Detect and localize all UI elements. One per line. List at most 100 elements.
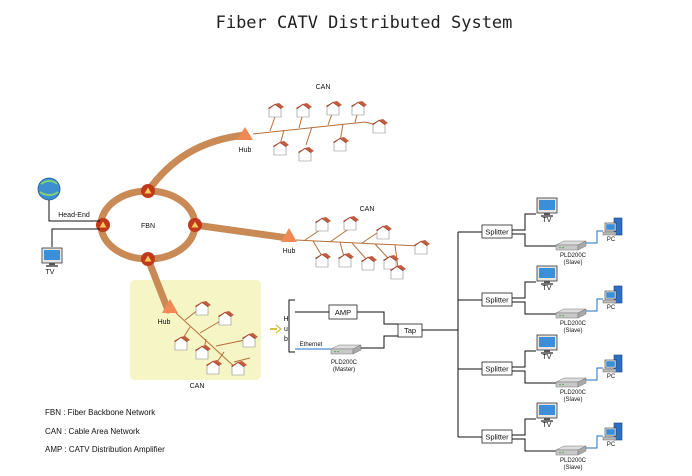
modem-icon [555, 445, 587, 456]
ring-node-bottom [141, 252, 155, 266]
splitter-box [481, 224, 513, 239]
tv-icon [536, 265, 558, 286]
modem-icon [330, 344, 362, 355]
hub-vertical-u: u [284, 326, 288, 333]
splitter-to-slave-wire [512, 233, 556, 247]
slave-to-pc-wire [586, 367, 603, 381]
slave-name: PLD200C [560, 458, 587, 464]
slave-role: (Slave) [563, 397, 582, 403]
arrow-icon [270, 324, 282, 334]
house-icon [332, 136, 350, 152]
slave-to-pc-wire [586, 230, 603, 244]
house-icon [413, 239, 431, 255]
tv-icon [41, 247, 63, 268]
house-icon [325, 100, 343, 116]
fbn-label: FBN [141, 223, 155, 230]
splitter-to-tv-wire [512, 213, 536, 231]
pc-icon [602, 422, 623, 441]
can-top-tree [252, 109, 378, 146]
branch-3: Splitter TV PC PLD200C(Slave) [458, 334, 623, 403]
pc-icon [602, 354, 623, 373]
splitter-box [481, 361, 513, 376]
satellite-dish-icon [37, 177, 61, 201]
house-icon [297, 146, 315, 162]
can-top-label: CAN [316, 84, 331, 91]
splitter-label: Splitter [485, 228, 509, 237]
satellite-wire [48, 200, 100, 222]
splitter-label: Splitter [485, 433, 509, 442]
tv-icon [536, 197, 558, 218]
slave-role: (Slave) [563, 260, 582, 266]
modem-icon [555, 240, 587, 251]
can-bottom-tree [175, 309, 251, 371]
legend-can: CAN : Cable Area Network [45, 427, 141, 436]
modem-icon [555, 308, 587, 319]
splitter-to-tv-wire [512, 350, 536, 368]
house-icon [350, 100, 368, 116]
pc-label: PC [607, 237, 616, 243]
ethernet-label: Ethernet [300, 342, 323, 348]
master-name: PLD200C [331, 360, 358, 366]
splitter-label: Splitter [485, 296, 509, 305]
splitter-to-slave-wire [512, 438, 556, 452]
pc-label: PC [607, 442, 616, 448]
legend-fbn: FBN : Fiber Backbone Network [45, 408, 156, 417]
house-icon [267, 102, 285, 118]
slave-to-pc-wire [586, 298, 603, 312]
slave-name: PLD200C [560, 321, 587, 327]
amp-to-tap-wire [357, 311, 398, 325]
hub-mid-label: Hub [283, 248, 296, 255]
hub-mid-icon [281, 228, 297, 242]
house-icon [314, 216, 332, 232]
pc-icon [602, 285, 623, 304]
splitter-branches: SplitterTVPCPLD200C(Slave)SplitterTVPCPL… [458, 197, 623, 471]
house-icon [272, 140, 290, 156]
tv-label: TV [543, 354, 552, 361]
slave-role: (Slave) [563, 465, 582, 471]
slave-name: PLD200C [560, 253, 587, 259]
page-title: Fiber CATV Distributed System [216, 13, 513, 33]
tv-label: TV [543, 285, 552, 292]
pc-label: PC [607, 374, 616, 380]
legend-amp: AMP : CATV Distribution Amplifier [45, 445, 165, 454]
head-end-label: Head-End [58, 212, 90, 219]
house-icon [337, 252, 355, 268]
can-bottom-label: CAN [190, 383, 205, 390]
tv-left-wire [51, 228, 100, 247]
tv-left-label: TV [46, 269, 55, 276]
master-role: (Master) [333, 367, 355, 373]
house-icon [360, 255, 378, 271]
slave-name: PLD200C [560, 390, 587, 396]
branch-1: Splitter TV PC PLD200C(Slave) [458, 197, 623, 266]
ring-node-head-end [96, 218, 110, 232]
splitter-box [481, 292, 513, 307]
modem-icon [555, 377, 587, 388]
house-icon [371, 118, 389, 134]
house-icon [342, 215, 360, 231]
can-mid-tree [295, 227, 420, 269]
splitter-label: Splitter [485, 365, 509, 374]
house-icon [375, 224, 393, 240]
hub-top-label: Hub [239, 147, 252, 154]
splitter-to-tv-wire [512, 418, 536, 436]
can-mid-label: CAN [360, 206, 375, 213]
ring-node-right [188, 218, 202, 232]
tv-icon [536, 334, 558, 355]
ring-node-top [141, 184, 155, 198]
branch-4: Splitter TV PC PLD200C(Slave) [458, 402, 623, 471]
splitter-to-tv-wire [512, 281, 536, 299]
splitter-to-slave-wire [512, 370, 556, 384]
house-icon [295, 102, 313, 118]
slave-role: (Slave) [563, 328, 582, 334]
amp-label: AMP [335, 308, 351, 317]
splitter-box [481, 429, 513, 444]
tv-label: TV [543, 217, 552, 224]
hub-bottom-label: Hub [158, 319, 171, 326]
tv-label: TV [543, 422, 552, 429]
tv-icon [536, 402, 558, 423]
hub-bottom-icon [162, 299, 178, 313]
house-icon [314, 252, 332, 268]
pc-icon [602, 217, 623, 236]
